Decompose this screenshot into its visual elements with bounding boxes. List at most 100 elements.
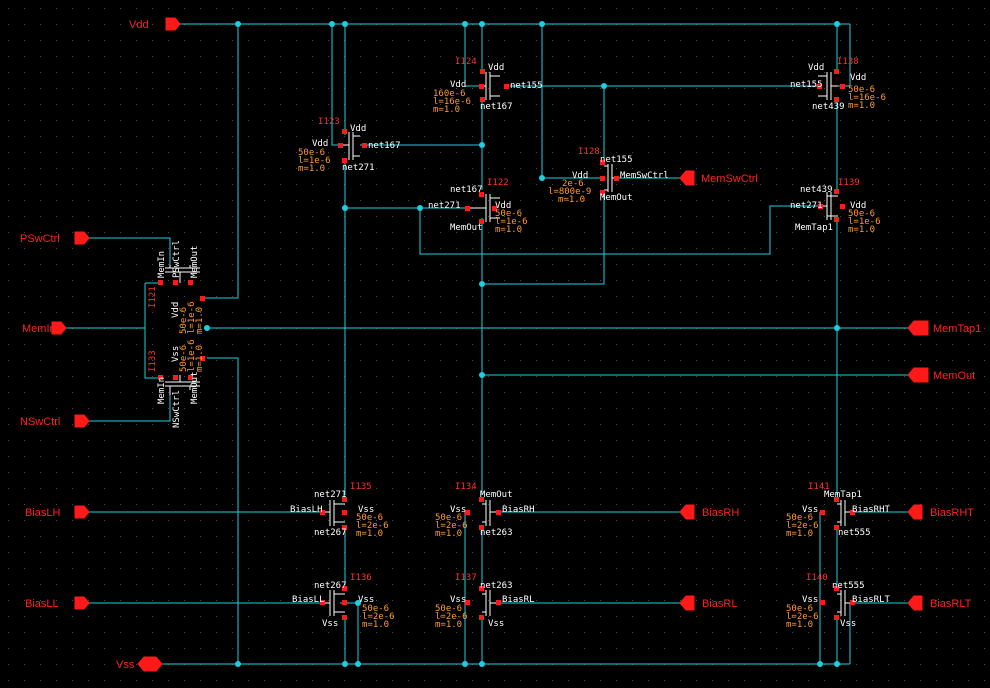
terminal-label: Vdd: [488, 63, 504, 73]
instance-name-i134: I134: [455, 482, 477, 492]
pin-label-pswctrl: PSwCtrl: [20, 233, 60, 245]
pin-memswctrl[interactable]: MemSwCtrl: [679, 170, 758, 186]
param-width: 2e-6: [562, 179, 584, 189]
terminal-label: Vss: [802, 505, 818, 515]
terminal-label: net555: [832, 581, 865, 591]
terminal-label: MemOut: [190, 245, 200, 278]
pin-label-memtap1: MemTap1: [933, 323, 981, 335]
terminal-label: BiasRLT: [852, 595, 891, 605]
instance-name-i122: I122: [487, 178, 509, 188]
transistor-i128[interactable]: [604, 164, 618, 192]
transistor-i135[interactable]: [322, 500, 345, 526]
terminal-label: BiasLL: [292, 595, 325, 605]
transistor-i138[interactable]: [818, 72, 838, 100]
terminal-label: net439: [800, 185, 833, 195]
terminal-label: BiasRH: [502, 505, 535, 515]
terminal-label: Vdd: [350, 124, 366, 134]
terminal-label: net271: [790, 201, 823, 211]
terminal-label: MemIn: [157, 251, 167, 278]
param-length: l=1e-6: [495, 217, 528, 227]
terminal-markers: [158, 69, 855, 620]
transistor-i122[interactable]: [467, 194, 500, 222]
pin-label-biasll: BiasLL: [25, 598, 59, 610]
transistor-i121[interactable]: [165, 265, 200, 283]
terminal-label: Vdd: [808, 63, 824, 73]
terminal-label: Vss: [358, 505, 374, 515]
param-multiplier: m=1.0: [848, 225, 875, 235]
pin-biasll[interactable]: BiasLL: [25, 596, 90, 610]
pin-pswctrl[interactable]: PSwCtrl: [20, 231, 90, 245]
terminal-label: Vss: [322, 619, 338, 629]
transistor-i136[interactable]: [322, 590, 345, 616]
pin-nswctrl[interactable]: NSwCtrl: [20, 414, 90, 428]
terminal-label: Vdd: [171, 302, 181, 318]
transistor-i123[interactable]: [340, 132, 360, 160]
terminal-label: Vdd: [850, 73, 866, 83]
transistor-i140[interactable]: [837, 590, 855, 616]
terminal-label: MemTap1: [824, 490, 862, 500]
pin-memtap1[interactable]: MemTap1: [907, 320, 981, 336]
instance-name-i133: I133: [148, 350, 158, 372]
pin-memin[interactable]: MemIn: [22, 321, 67, 335]
pin-biasrh[interactable]: BiasRH: [679, 504, 739, 520]
pin-label-biasrh: BiasRH: [702, 507, 739, 519]
param-width: 50e-6: [435, 604, 462, 614]
pin-label-memout: MemOut: [933, 370, 975, 382]
param-length: l=1e-6: [187, 339, 197, 372]
instance-name-i140: I140: [806, 573, 828, 583]
transistor-i133[interactable]: [165, 375, 200, 395]
param-multiplier: m=1.0: [362, 620, 389, 630]
pin-label-biaslh: BiasLH: [25, 507, 61, 519]
param-length: l=16e-6: [848, 93, 886, 103]
device-symbols: [165, 72, 855, 616]
pin-label-vss: Vss: [116, 659, 135, 671]
transistor-i139[interactable]: [822, 192, 838, 220]
param-length: l=16e-6: [433, 97, 471, 107]
param-multiplier: m=1.0: [435, 620, 462, 630]
terminal-label: net263: [480, 528, 513, 538]
pin-biaslh[interactable]: BiasLH: [25, 505, 90, 519]
instance-name-i123: I123: [318, 117, 340, 127]
pin-label-nswctrl: NSwCtrl: [20, 416, 60, 428]
terminal-label: net263: [480, 581, 513, 591]
param-multiplier: m=1.0: [195, 345, 205, 372]
terminal-label: BiasRL: [502, 595, 535, 605]
pin-vss[interactable]: Vss: [116, 656, 163, 672]
junction-dots: [204, 21, 840, 667]
transistor-i141[interactable]: [837, 500, 855, 526]
transistor-i134[interactable]: [482, 500, 500, 526]
param-multiplier: m=1.0: [495, 225, 522, 235]
pin-vdd[interactable]: Vdd: [129, 17, 181, 31]
terminal-label: net271: [314, 490, 347, 500]
instance-name-i137: I137: [455, 573, 477, 583]
terminal-label: BiasLH: [290, 505, 323, 515]
terminal-label: net439: [812, 102, 845, 112]
instance-name-i136: I136: [350, 573, 372, 583]
terminal-label: PSwCtrl: [172, 240, 182, 278]
terminal-label: net155: [510, 81, 543, 91]
param-multiplier: m=1.0: [848, 101, 875, 111]
terminal-label: Vss: [450, 595, 466, 605]
instance-name-i124: I124: [455, 57, 477, 67]
terminal-label: Vdd: [495, 201, 511, 211]
terminal-label: MemIn: [157, 377, 167, 404]
pin-biasrht[interactable]: BiasRHT: [907, 504, 974, 520]
terminal-label: net267: [314, 528, 347, 538]
param-width: 50e-6: [356, 513, 383, 523]
transistor-i124[interactable]: [480, 72, 500, 100]
pin-biasrlt[interactable]: BiasRLT: [907, 595, 972, 611]
terminal-label: MemTap1: [795, 223, 833, 233]
instance-name-i138: I138: [837, 57, 859, 67]
pin-label-memswctrl: MemSwCtrl: [701, 173, 758, 185]
pin-biasrl[interactable]: BiasRL: [679, 595, 737, 611]
terminal-label: net155: [790, 80, 823, 90]
terminal-label: net167: [368, 141, 401, 151]
transistor-i137[interactable]: [482, 590, 500, 616]
pin-memout[interactable]: MemOut: [907, 367, 975, 383]
terminal-label: Vss: [802, 595, 818, 605]
param-width: 160e-6: [433, 89, 466, 99]
pin-label-biasrlt: BiasRLT: [930, 598, 972, 610]
pin-label-memin: MemIn: [22, 323, 56, 335]
param-length: l=800e-9: [548, 187, 591, 197]
param-length: l=2e-6: [356, 521, 389, 531]
